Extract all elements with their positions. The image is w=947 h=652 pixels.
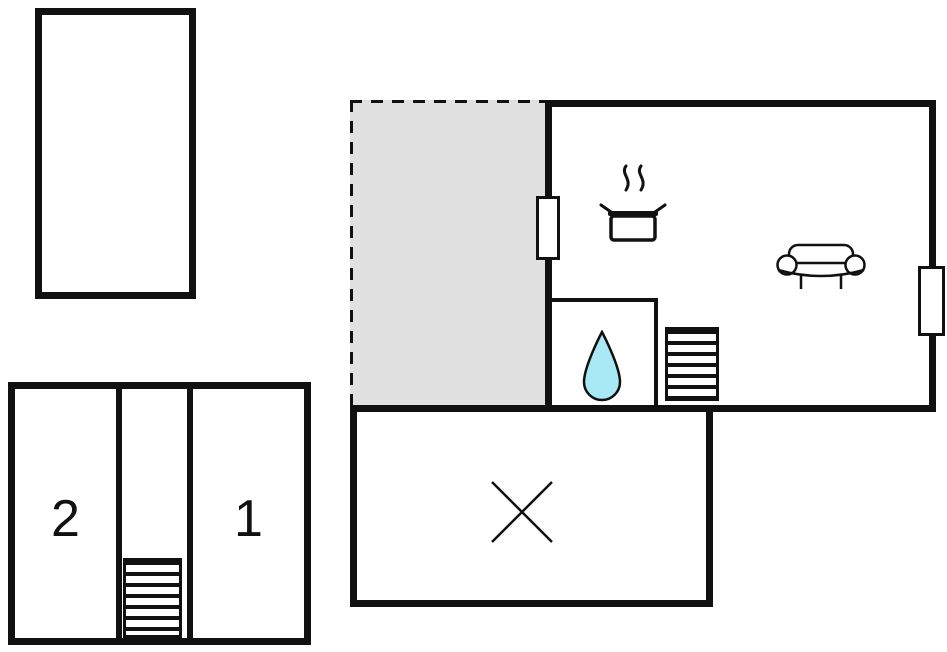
terrace-dashed-top (350, 100, 548, 103)
x-mark-icon (491, 481, 553, 543)
window-icon (918, 266, 945, 336)
terrace-area (350, 100, 548, 408)
unit-2-label: 2 (51, 490, 80, 548)
stairs-icon (123, 558, 182, 638)
sofa-icon (776, 243, 866, 289)
unit-1-label: 1 (234, 490, 263, 548)
water-drop-icon (582, 330, 622, 402)
window-icon (536, 196, 560, 260)
stove-steam-icon (599, 164, 667, 242)
unit-block: 2 1 (8, 382, 311, 645)
unit-divider-left (116, 389, 122, 638)
outbuilding-outline (35, 8, 196, 299)
terrace-dashed-left (350, 100, 353, 408)
lower-room (350, 405, 713, 607)
unit-divider-right (187, 389, 193, 638)
stairs-icon (665, 327, 719, 401)
